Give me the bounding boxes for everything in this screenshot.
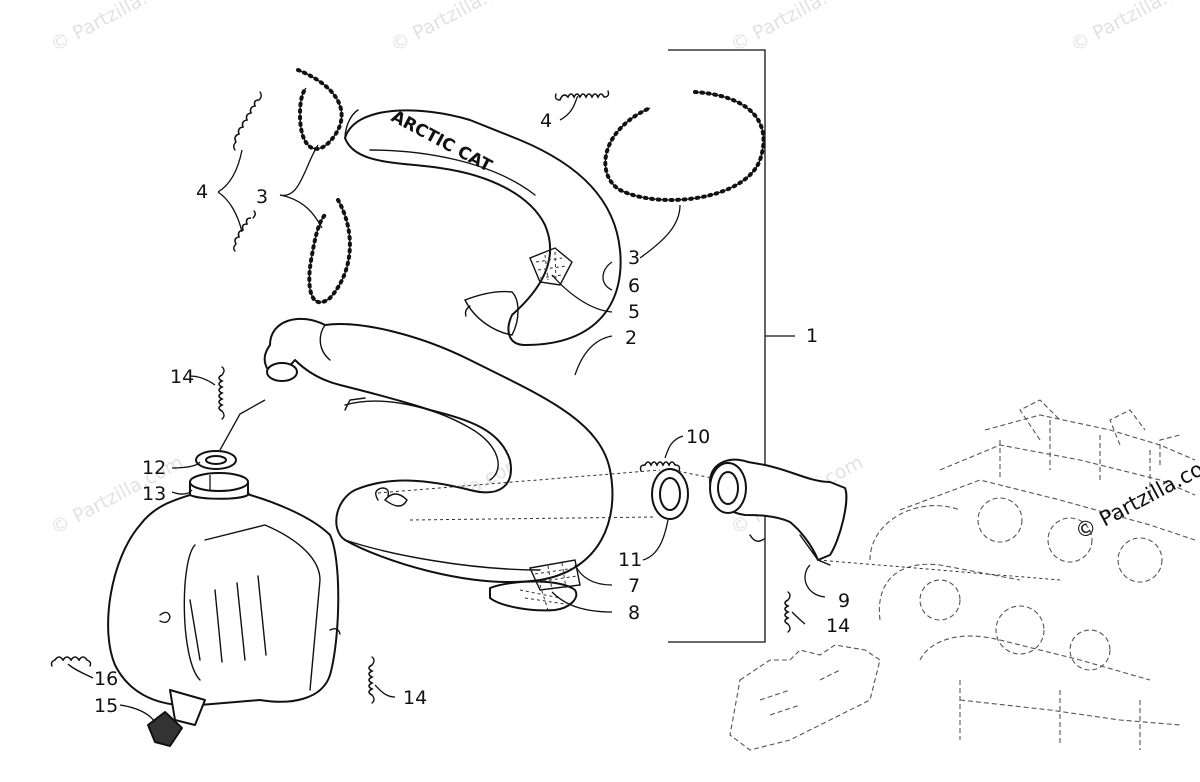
heat-shield: ARCTIC CAT (344, 107, 622, 346)
spring-left-lower (233, 210, 256, 252)
seal-ring (651, 468, 689, 520)
callout-labels: 1 2 3 3 4 4 5 6 7 8 9 10 11 12 13 14 14 … (94, 110, 850, 717)
callout-11: 11 (618, 549, 642, 571)
callout-2: 2 (625, 327, 637, 349)
corner-watermark: © Partzilla.com (1071, 447, 1200, 544)
clamp-ring-right (603, 90, 766, 202)
watermark-text: © Partzilla.com (47, 0, 187, 56)
callout-8: 8 (628, 602, 640, 624)
callout-14: 14 (170, 366, 194, 388)
callout-4: 4 (540, 110, 552, 132)
callout-3: 3 (256, 186, 268, 208)
callout-4: 4 (196, 181, 208, 203)
expansion-chamber (263, 317, 614, 612)
assembly-bracket (668, 49, 795, 643)
callout-15: 15 (94, 695, 118, 717)
gasket (195, 450, 237, 470)
clamp-strap-left-lower (307, 198, 352, 305)
callout-14: 14 (403, 687, 427, 709)
clamp-strap-left-upper (296, 68, 344, 151)
silencer-muffler (107, 472, 341, 726)
assembly-dash-lines (209, 399, 1061, 581)
exhaust-manifold (709, 458, 848, 566)
engine-ghost (869, 399, 1196, 750)
watermark-text: © Partzilla.com (1067, 0, 1200, 56)
spring-left-upper (233, 91, 262, 151)
spring-chamber-inlet (218, 366, 225, 420)
callout-14: 14 (826, 615, 850, 637)
spring-silencer (50, 656, 92, 667)
spring-silencer-lower (368, 656, 375, 704)
leader-lines (67, 95, 826, 723)
callout-6: 6 (628, 275, 640, 297)
callout-3: 3 (628, 247, 640, 269)
callout-5: 5 (628, 301, 640, 323)
callout-9: 9 (838, 590, 850, 612)
rubber-grommet (147, 711, 183, 747)
watermark-text: © Partzilla.com (387, 0, 527, 56)
spring-top-right (554, 90, 610, 101)
callout-1: 1 (806, 325, 818, 347)
callout-7: 7 (628, 575, 640, 597)
spring-manifold-top (639, 461, 681, 472)
mounting-bracket-ghost (729, 644, 881, 751)
callout-10: 10 (686, 426, 710, 448)
watermark-text: © Partzilla.com (727, 0, 867, 56)
callout-16: 16 (94, 668, 118, 690)
spring-manifold (784, 591, 791, 633)
callout-12: 12 (142, 457, 166, 479)
callout-13: 13 (142, 483, 166, 505)
